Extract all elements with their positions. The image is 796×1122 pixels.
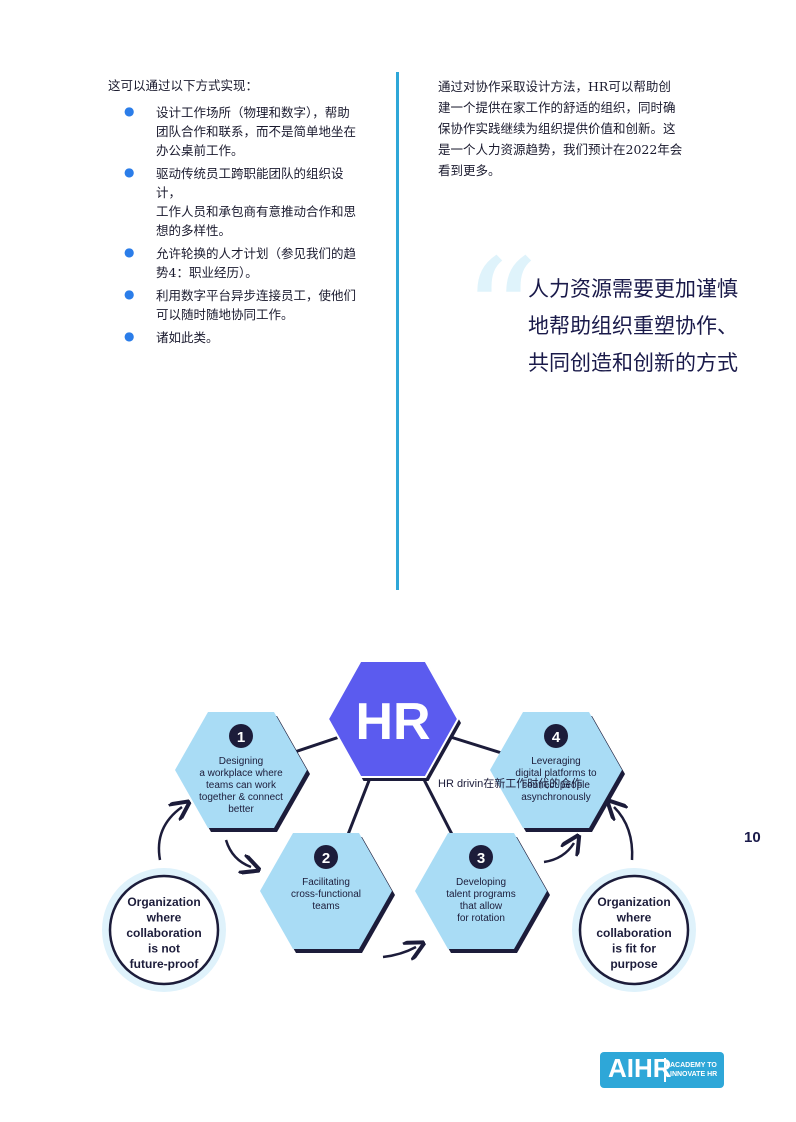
list-item: ●设计工作场所（物理和数字），帮助团队合作和联系，而不是简单地坐在办公桌前工作。 <box>124 104 357 158</box>
step-text: for rotation <box>457 913 505 924</box>
bullet-icon: ● <box>124 245 135 259</box>
step-text: together & connect <box>199 792 283 803</box>
outcome-circle-right <box>578 874 690 986</box>
outcome-circle-right-text: where <box>616 911 652 925</box>
outcome-circle-right-text: is fit for <box>612 942 656 956</box>
page-number: 10 <box>744 829 761 846</box>
step-text: a workplace where <box>199 768 283 779</box>
step-text: better <box>228 804 254 815</box>
bullet-icon: ● <box>124 165 135 179</box>
pull-quote: 人力资源需要更加谨慎 地帮助组织重塑协作、 共同创造和创新的方式 <box>528 277 738 375</box>
quote-mark-icon: “ <box>462 228 539 402</box>
bullet-list: ●设计工作场所（物理和数字），帮助团队合作和联系，而不是简单地坐在办公桌前工作。… <box>108 103 368 347</box>
step-number-badge <box>544 724 568 748</box>
step-hexagon <box>260 833 392 949</box>
list-item: ●利用数字平台异步连接员工，使他们可以随时随地协同工作。 <box>124 287 357 322</box>
bullet-icon: ● <box>124 104 135 118</box>
left-column: 这可以通过以下方式实现： ●设计工作场所（物理和数字），帮助团队合作和联系，而不… <box>108 76 368 351</box>
arrow-icon <box>157 807 182 861</box>
step-number: 2 <box>322 850 330 867</box>
step-text: Facilitating <box>302 877 350 888</box>
step-text: asynchronously <box>521 792 590 803</box>
intro-text: 这可以通过以下方式实现： <box>108 78 259 93</box>
step-text: Designing <box>219 756 263 767</box>
step-text: Developing <box>456 877 506 888</box>
bullet-icon: ● <box>124 329 135 343</box>
outcome-circle-left-text: is not <box>148 942 180 956</box>
step-hexagon <box>490 712 622 828</box>
step-text: teams <box>312 901 339 912</box>
step-number-badge <box>314 845 338 869</box>
step-text: Leveraging <box>531 756 580 767</box>
step-number: 1 <box>237 729 245 746</box>
list-item: ●驱动传统员工跨职能团队的组织设计， 工作人员和承包商有意推动合作和思想的多样性… <box>124 165 357 238</box>
logo-separator <box>664 1058 666 1082</box>
outcome-circle-right-text: collaboration <box>596 926 671 940</box>
step-number: 3 <box>477 850 485 867</box>
outcome-circle-left-text: collaboration <box>126 926 201 940</box>
step-hexagon <box>415 833 547 949</box>
center-hexagon <box>326 660 460 778</box>
flow-arrows <box>157 807 634 957</box>
step-hexagon <box>175 712 307 828</box>
logo-wordmark: AIHR <box>608 1053 672 1083</box>
column-divider <box>396 72 399 590</box>
diagram-caption: HR drivin在新工作时代的合作 <box>438 776 582 790</box>
step-text: that allow <box>460 901 503 912</box>
arrow-icon <box>614 807 634 861</box>
list-item: ●允许轮换的人才计划（参见我们的趋势4：职业经历）。 <box>124 245 357 280</box>
step-text: talent programs <box>446 889 515 900</box>
outcome-circle-left-text: future-proof <box>130 957 200 971</box>
outcome-circle-left-text: where <box>146 911 182 925</box>
bullet-icon: ● <box>124 287 135 301</box>
arrow-icon <box>543 843 574 864</box>
logo-subtitle: ACADEMY TO INNOVATE HR <box>670 1062 718 1078</box>
arrow-icon <box>382 947 416 957</box>
step-text: teams can work <box>206 780 277 791</box>
outcome-circle-left <box>108 874 220 986</box>
center-label: HR <box>355 693 430 751</box>
outcome-circle-right-text: Organization <box>597 895 670 909</box>
list-item: ●诸如此类。 <box>124 329 219 345</box>
step-number-badge <box>469 845 493 869</box>
outcome-circle-right-text: purpose <box>610 957 658 971</box>
arrow-icon <box>224 839 251 867</box>
right-paragraph: 通过对协作采取设计方法，HR可以帮助创 建一个提供在家工作的舒适的组织，同时确 … <box>438 79 683 178</box>
step-text: connect people <box>522 780 590 791</box>
step-number: 4 <box>552 729 561 746</box>
step-text: digital platforms to <box>515 768 597 779</box>
step-text: cross-functional <box>291 889 361 900</box>
step-number-badge <box>229 724 253 748</box>
outcome-circle-left-text: Organization <box>127 895 200 909</box>
aihr-logo <box>600 1052 724 1088</box>
